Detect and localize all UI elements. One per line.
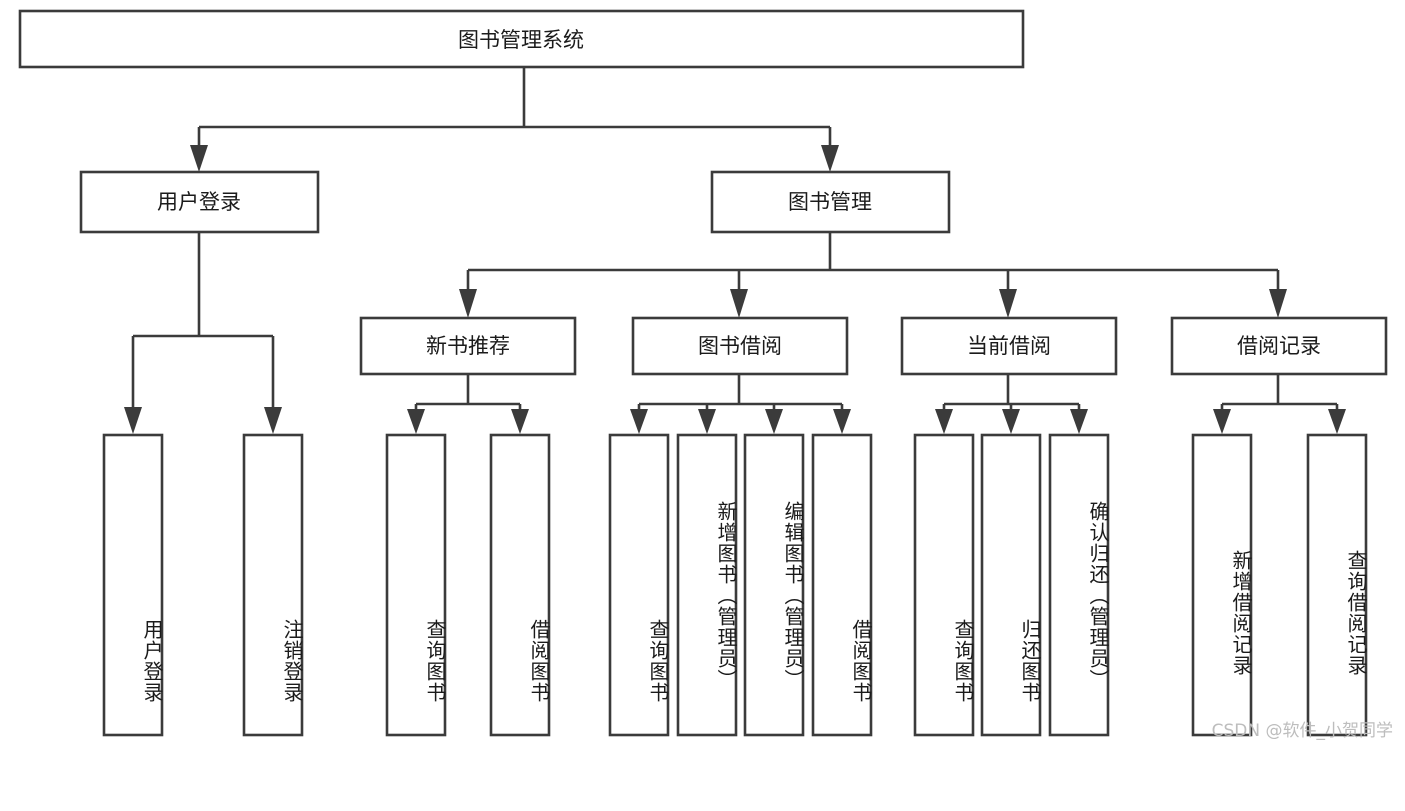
leaf-nb-borrow-book-box[interactable]	[489, 433, 551, 737]
node-user-login-box[interactable]	[79, 170, 320, 234]
node-new-book-box[interactable]	[359, 316, 577, 376]
node-book-borrow-box[interactable]	[631, 316, 849, 376]
arrow-rc-query-record	[1328, 409, 1346, 434]
leaf-bw-add-book-box[interactable]	[676, 433, 738, 737]
arrow-cb-return-book	[1002, 409, 1020, 434]
node-current-borrow-label: 当前借阅	[967, 334, 1051, 358]
arrow-to-record	[1269, 289, 1287, 318]
arrow-bw-add-book	[698, 409, 716, 434]
node-borrow-record-box[interactable]	[1170, 316, 1388, 376]
leaf-rc-query-record-box	[1306, 433, 1368, 737]
arrow-to-leaf-logout	[264, 407, 282, 434]
arrow-cb-query-book	[935, 409, 953, 434]
arrow-to-new-book	[459, 289, 477, 318]
leaf-user-login-box[interactable]	[102, 433, 164, 737]
node-new-book-label: 新书推荐	[426, 334, 510, 358]
node-book-management-label: 图书管理	[788, 190, 872, 214]
diagram-canvas: 图书管理系统 用户登录 图书管理 新书推荐 图书借阅 当前借阅 借阅记录	[18, 9, 1393, 741]
connectors-record-to-leaves	[1213, 374, 1346, 434]
tree-diagram-svg: 图书管理系统 用户登录 图书管理 新书推荐 图书借阅 当前借阅 借阅记录	[18, 9, 1388, 737]
node-book-management-box[interactable]	[710, 170, 951, 234]
csdn-watermark: CSDN @软件_小贺同学	[1211, 721, 1393, 741]
leaf-rc-add-record-box[interactable]	[1191, 433, 1253, 737]
connectors-book-mgmt-to-level2	[459, 232, 1287, 318]
connectors-root-to-level1	[190, 67, 839, 172]
arrow-nb-query-book	[407, 409, 425, 434]
node-user-login-label: 用户登录	[157, 190, 241, 214]
leaf-nb-query-book-box[interactable]	[385, 433, 447, 737]
arrow-root-to-book-mgmt	[821, 145, 839, 172]
connectors-current-to-leaves	[935, 374, 1088, 434]
leaf-cb-confirm-return-box[interactable]	[1048, 433, 1110, 737]
arrow-to-current	[999, 289, 1017, 318]
node-root-label: 图书管理系统	[458, 28, 584, 52]
node-borrow-record-label: 借阅记录	[1237, 334, 1321, 358]
leaf-bw-query-book-box[interactable]	[608, 433, 670, 737]
arrow-to-borrow	[730, 289, 748, 318]
connectors-borrow-to-leaves	[630, 374, 851, 434]
node-book-borrow-label: 图书借阅	[698, 334, 782, 358]
connectors-user-login-to-leaves	[124, 232, 282, 434]
connectors-new-book-to-leaves	[407, 374, 529, 434]
leaf-bw-edit-book-box[interactable]	[743, 433, 805, 737]
leaf-cb-return-book-box[interactable]	[980, 433, 1042, 737]
arrow-nb-borrow-book	[511, 409, 529, 434]
arrow-to-leaf-user-login	[124, 407, 142, 434]
node-root-box[interactable]	[18, 9, 1025, 69]
arrow-bw-borrow-book	[833, 409, 851, 434]
node-current-borrow-box[interactable]	[900, 316, 1118, 376]
leaf-logout-box[interactable]	[242, 433, 304, 737]
arrow-bw-edit-book	[765, 409, 783, 434]
arrow-bw-query-book	[630, 409, 648, 434]
leaf-cb-query-book-box[interactable]	[913, 433, 975, 737]
arrow-cb-confirm-return	[1070, 409, 1088, 434]
arrow-root-to-user-login	[190, 145, 208, 172]
arrow-rc-add-record	[1213, 409, 1231, 434]
leaf-bw-borrow-book-box[interactable]	[811, 433, 873, 737]
